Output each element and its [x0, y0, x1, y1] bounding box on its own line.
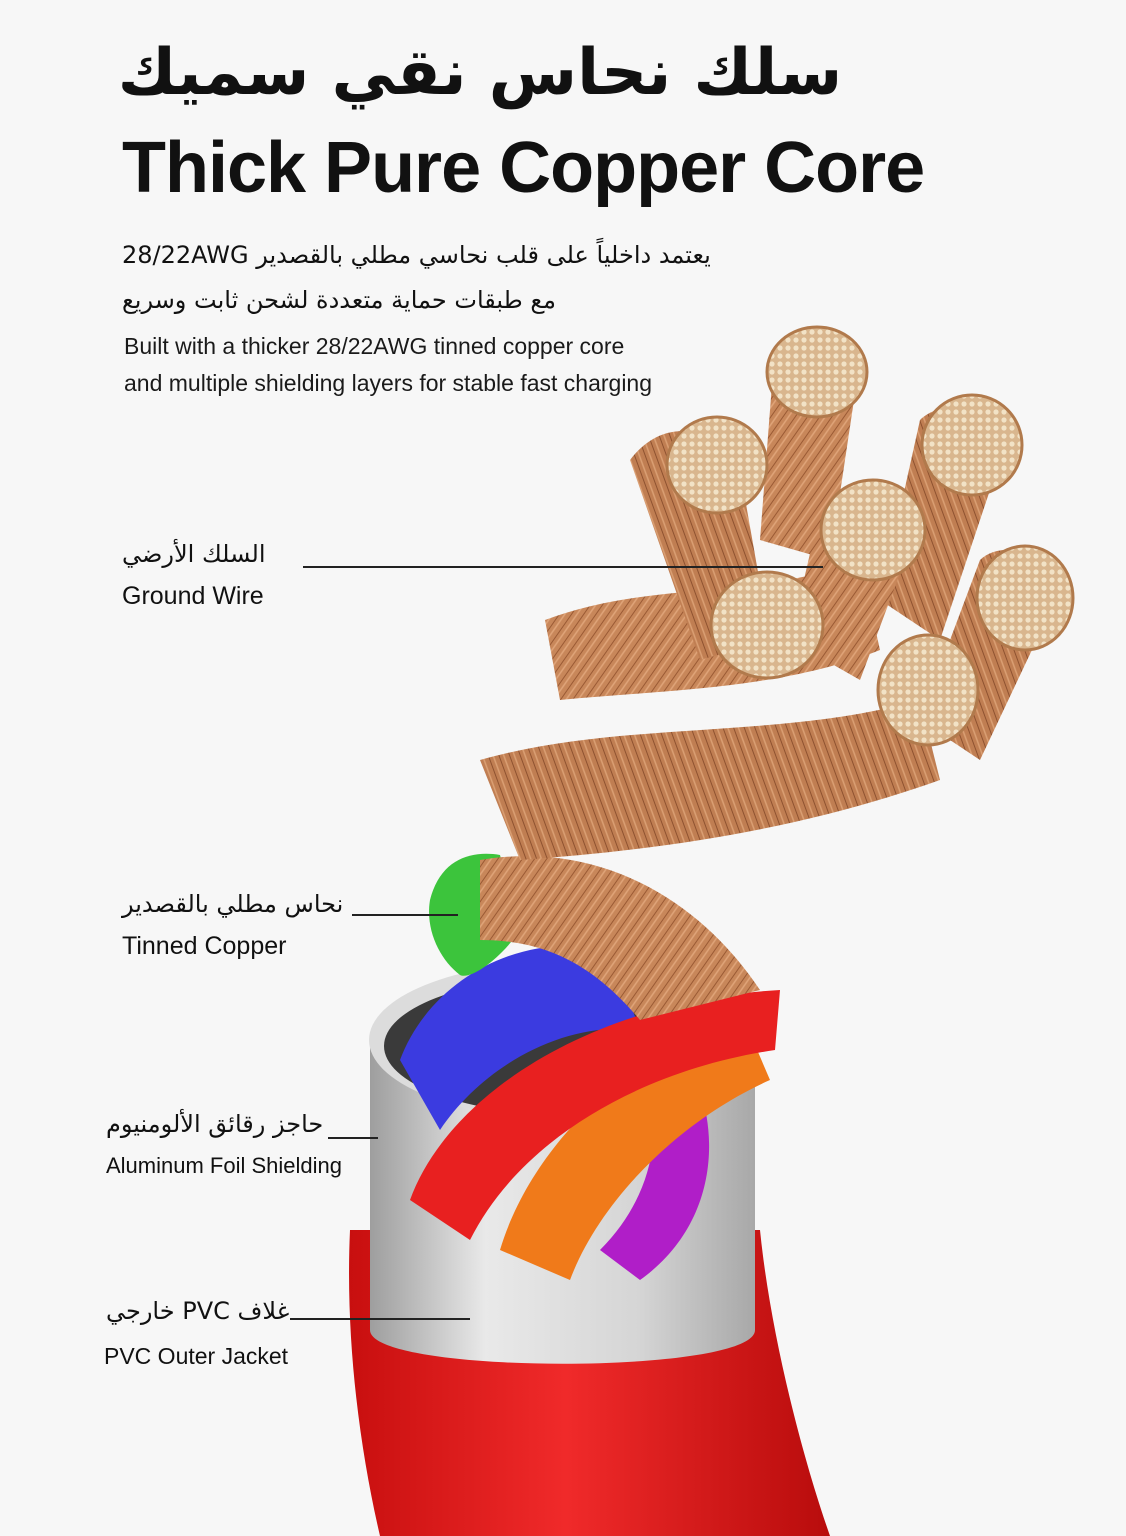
title-english: Thick Pure Copper Core [122, 128, 925, 208]
label-ground-wire-ar: السلك الأرضي [122, 540, 266, 568]
label-pvc-jacket-ar: غلاف PVC خارجي [106, 1297, 290, 1325]
description-arabic-line-2: مع طبقات حماية متعددة لشحن ثابت وسريع [122, 286, 557, 314]
copper-strand-ends [665, 325, 1075, 747]
label-aluminum-foil-ar: حاجز رقائق الألومنيوم [106, 1110, 324, 1138]
description-english-line-2: and multiple shielding layers for stable… [124, 370, 653, 396]
leader-line-pvc-jacket [290, 1318, 470, 1320]
leader-line-tinned-copper [352, 914, 458, 916]
leader-line-ground-wire [303, 566, 823, 568]
inner-colored-wires [400, 853, 780, 1280]
description-english-line-1: Built with a thicker 28/22AWG tinned cop… [124, 333, 625, 359]
label-pvc-jacket-en: PVC Outer Jacket [104, 1343, 289, 1369]
leader-line-aluminum-foil [328, 1137, 378, 1139]
title-arabic: سلك نحاس نقي سميك [117, 36, 843, 110]
label-tinned-copper-en: Tinned Copper [122, 932, 287, 960]
label-tinned-copper-ar: نحاس مطلي بالقصدير [122, 890, 344, 918]
label-aluminum-foil-en: Aluminum Foil Shielding [106, 1153, 342, 1178]
description-arabic-line-1: يعتمد داخلياً على قلب نحاسي مطلي بالقصدي… [122, 241, 711, 269]
label-ground-wire-en: Ground Wire [122, 582, 264, 610]
